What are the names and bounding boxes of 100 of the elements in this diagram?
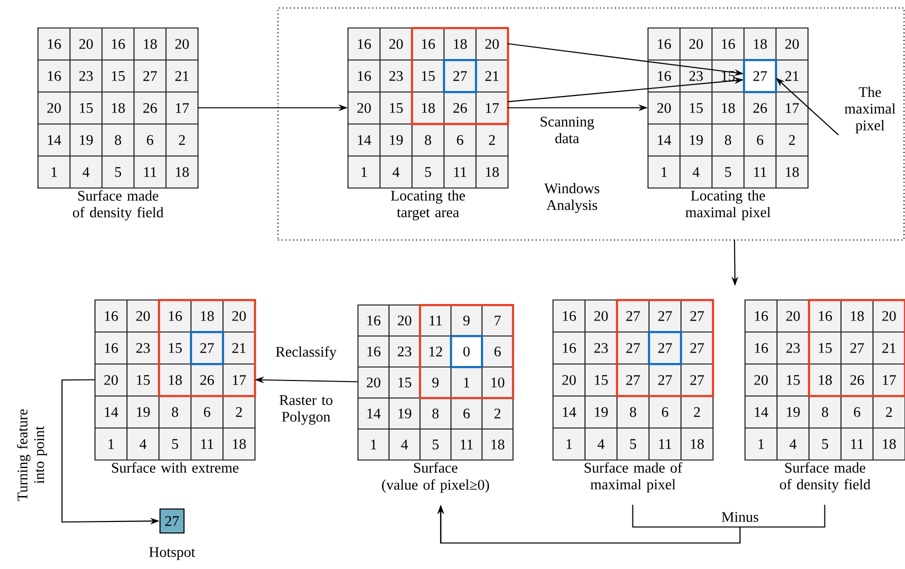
grid-cell: 11 bbox=[648, 427, 682, 461]
grid-cell: 14 bbox=[94, 395, 128, 429]
grid-cell: 6 bbox=[133, 123, 167, 157]
grid-cell: 2 bbox=[481, 397, 514, 430]
grid-cell: 1 bbox=[94, 427, 128, 461]
grid-cell: 5 bbox=[101, 155, 135, 189]
grid-cell: 16 bbox=[552, 331, 586, 365]
grid-cell: 16 bbox=[411, 27, 445, 61]
node-label: Locating the target area bbox=[390, 190, 465, 220]
grid-cell: 4 bbox=[584, 427, 618, 461]
grid-cell: 23 bbox=[388, 335, 421, 368]
grid-cell: 18 bbox=[775, 155, 809, 189]
grid-cell: 27 bbox=[680, 299, 714, 333]
grid-cell: 19 bbox=[126, 395, 160, 429]
grid-cell: 15 bbox=[679, 91, 713, 125]
grid-cell: 5 bbox=[419, 428, 452, 461]
grid-cell: 23 bbox=[126, 331, 160, 365]
node-label: Surface made of density field bbox=[72, 190, 164, 220]
grid-cell: 20 bbox=[872, 299, 905, 333]
grid-cell: 11 bbox=[133, 155, 167, 189]
grid-cell: 19 bbox=[584, 395, 618, 429]
grid-cell: 4 bbox=[388, 428, 421, 461]
grid-cell: 20 bbox=[475, 27, 509, 61]
grid-cell: 16 bbox=[158, 299, 192, 333]
grid-cell: 27 bbox=[680, 331, 714, 365]
grid-cell: 18 bbox=[808, 363, 842, 397]
grid-cell: 20 bbox=[775, 27, 809, 61]
grid-cell: 27 bbox=[680, 363, 714, 397]
grid-cell: 20 bbox=[37, 91, 71, 125]
grid-cell: 26 bbox=[443, 91, 477, 125]
edge-label: Turning feature into point bbox=[16, 409, 48, 501]
grid-cell: 7 bbox=[481, 304, 514, 337]
grid-cell: 18 bbox=[101, 91, 135, 125]
grid-cell: 1 bbox=[552, 427, 586, 461]
grid-cell: 16 bbox=[94, 299, 128, 333]
grid-cell: 20 bbox=[347, 91, 381, 125]
grid-cell: 20 bbox=[69, 27, 103, 61]
grid-cell: 20 bbox=[679, 27, 713, 61]
arrow bbox=[437, 504, 826, 544]
grid-cell: 18 bbox=[481, 428, 514, 461]
grid-cell: 4 bbox=[776, 427, 810, 461]
grid-cell: 2 bbox=[475, 123, 509, 157]
grid-cell: 18 bbox=[222, 427, 256, 461]
grid-cell: 5 bbox=[711, 155, 745, 189]
grid-cell: 27 bbox=[616, 299, 650, 333]
node-label: Surface bbox=[414, 462, 458, 473]
grid-cell: 14 bbox=[37, 123, 71, 157]
region-label: Windows Analysis bbox=[544, 183, 600, 213]
grid-cell: 20 bbox=[388, 304, 421, 337]
node-label: Hotspot bbox=[149, 547, 196, 560]
grid-cell: 16 bbox=[357, 335, 390, 368]
grid-cell: 14 bbox=[357, 397, 390, 430]
grid-cell: 19 bbox=[388, 397, 421, 430]
grid-cell: 11 bbox=[450, 428, 483, 461]
grid-cell: 21 bbox=[475, 59, 509, 93]
grid-cell: 16 bbox=[647, 59, 681, 93]
grid-cell: 17 bbox=[872, 363, 905, 397]
grid-cell: 4 bbox=[126, 427, 160, 461]
grid-cell: 8 bbox=[419, 397, 452, 430]
grid-cell: 20 bbox=[126, 299, 160, 333]
node-label: (value of pixel≥0) bbox=[382, 479, 489, 493]
grid-cell: 15 bbox=[411, 59, 445, 93]
grid-cell: 16 bbox=[357, 304, 390, 337]
grid-cell: 8 bbox=[808, 395, 842, 429]
grid-cell: 6 bbox=[743, 123, 777, 157]
callout-text: The maximal pixel bbox=[844, 86, 896, 134]
grid-cell: 5 bbox=[616, 427, 650, 461]
grid-cell: 8 bbox=[711, 123, 745, 157]
grid-cell: 16 bbox=[101, 27, 135, 61]
grid-cell: 18 bbox=[411, 91, 445, 125]
grid-cell: 23 bbox=[584, 331, 618, 365]
grid-cell: 16 bbox=[37, 59, 71, 93]
grid-cell: 9 bbox=[419, 366, 452, 399]
grid-cell: 23 bbox=[776, 331, 810, 365]
grid-cell: 27 bbox=[648, 363, 682, 397]
grid-cell: 6 bbox=[648, 395, 682, 429]
grid-cell: 26 bbox=[133, 91, 167, 125]
grid-cell: 15 bbox=[69, 91, 103, 125]
grid-cell: 16 bbox=[711, 27, 745, 61]
grid-cell: 4 bbox=[679, 155, 713, 189]
grid-cell: 23 bbox=[379, 59, 413, 93]
grid-cell: 16 bbox=[744, 331, 778, 365]
grid-cell: 1 bbox=[37, 155, 71, 189]
grid-cell: 6 bbox=[840, 395, 874, 429]
grid-cell: 16 bbox=[647, 27, 681, 61]
grid-cell: 20 bbox=[584, 299, 618, 333]
grid-cell: 17 bbox=[222, 363, 256, 397]
grid-cell: 1 bbox=[647, 155, 681, 189]
grid-cell: 27 bbox=[840, 331, 874, 365]
grid-cell: 2 bbox=[222, 395, 256, 429]
grid-cell: 20 bbox=[357, 366, 390, 399]
grid-cell: 8 bbox=[616, 395, 650, 429]
grid-cell: 15 bbox=[584, 363, 618, 397]
grid-cell: 6 bbox=[450, 397, 483, 430]
grid-cell: 2 bbox=[775, 123, 809, 157]
grid-cell: 18 bbox=[165, 155, 199, 189]
grid-cell: 23 bbox=[679, 59, 713, 93]
grid-cell: 8 bbox=[411, 123, 445, 157]
grid-cell: 18 bbox=[133, 27, 167, 61]
grid-cell: 16 bbox=[347, 59, 381, 93]
